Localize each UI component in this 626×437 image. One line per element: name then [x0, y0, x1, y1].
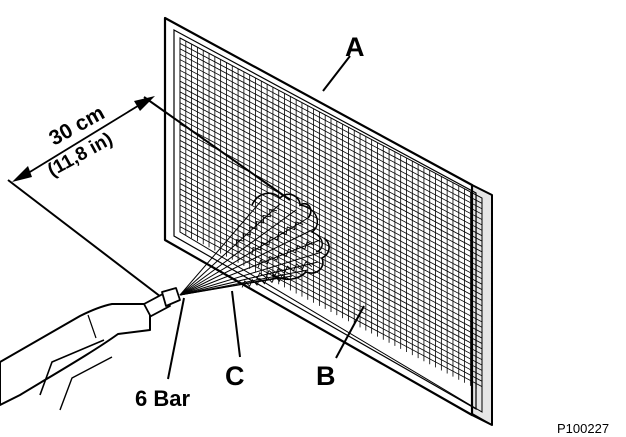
dimension-line — [19, 100, 147, 179]
spray-ray — [179, 277, 277, 296]
mesh-line — [180, 156, 482, 317]
spray-ray — [179, 227, 317, 296]
spray-gun — [0, 287, 181, 411]
mesh-line — [180, 86, 482, 247]
label-a: A — [345, 32, 365, 62]
spray-gun-trigger — [39, 339, 105, 396]
mesh-line — [180, 215, 482, 377]
label-c: C — [225, 361, 245, 391]
mesh-line — [180, 226, 482, 387]
filter-mesh — [180, 41, 482, 389]
mesh-line — [180, 199, 482, 361]
spray-gun-grip-line — [87, 314, 97, 339]
spray-splash-right — [299, 204, 323, 253]
extension-line-nozzle — [7, 179, 166, 301]
mesh-line — [180, 96, 482, 258]
spray-gun-trigger-guard — [59, 356, 113, 411]
mesh-line — [180, 129, 482, 290]
water-spray — [179, 192, 330, 296]
mesh-line — [180, 91, 482, 253]
leader-line-pressure — [167, 297, 185, 380]
leader-line-b — [335, 305, 365, 359]
spray-ray — [179, 209, 297, 296]
mesh-line — [180, 188, 482, 350]
mesh-line — [180, 102, 482, 264]
spray-splash-top — [251, 192, 312, 219]
mesh-line — [180, 193, 482, 355]
spray-zigzag — [257, 241, 315, 268]
mesh-line — [180, 64, 482, 226]
spray-gun-body — [0, 303, 151, 406]
spray-zigzag — [241, 273, 288, 288]
extension-line-filter — [143, 96, 291, 201]
mesh-line — [180, 166, 482, 328]
mesh-line — [180, 107, 482, 269]
label-pressure: 6 Bar — [135, 386, 190, 411]
mesh-line — [180, 59, 482, 220]
mesh-line — [180, 43, 482, 204]
spray-zigzag — [256, 261, 313, 280]
mesh-line — [180, 123, 482, 285]
mesh-line — [180, 118, 482, 280]
spray-zigzag — [251, 221, 304, 256]
mesh-line — [180, 161, 482, 323]
mesh-line — [180, 220, 482, 382]
mesh-line — [180, 80, 482, 242]
figure-code: P100227 — [557, 421, 609, 436]
mesh-line — [180, 53, 482, 215]
dimension-arrow-right — [134, 96, 155, 111]
mesh-line — [180, 134, 482, 296]
spray-ray — [179, 199, 263, 296]
mesh-line — [180, 69, 482, 231]
mesh-line — [180, 145, 482, 307]
distance-dimension — [7, 96, 291, 301]
air-filter — [163, 16, 493, 426]
spray-turbulence — [235, 208, 315, 288]
mesh-line — [180, 177, 482, 339]
mesh-line — [180, 204, 482, 366]
mesh-line — [180, 183, 482, 344]
leader-line-a — [322, 55, 351, 92]
leader-line-c — [231, 290, 241, 358]
mesh-line — [180, 113, 482, 274]
spray-zigzag — [235, 208, 278, 248]
dimension-arrow-left — [12, 166, 32, 182]
mesh-line — [180, 48, 482, 210]
mesh-line — [180, 75, 482, 237]
mesh-line — [180, 140, 482, 301]
spray-ray — [179, 251, 323, 296]
label-b: B — [316, 361, 336, 391]
mesh-line — [180, 150, 482, 312]
spray-splash-bottom — [271, 237, 330, 281]
leader-lines — [167, 55, 365, 380]
mesh-line — [180, 172, 482, 334]
spray-nozzle — [161, 287, 181, 307]
